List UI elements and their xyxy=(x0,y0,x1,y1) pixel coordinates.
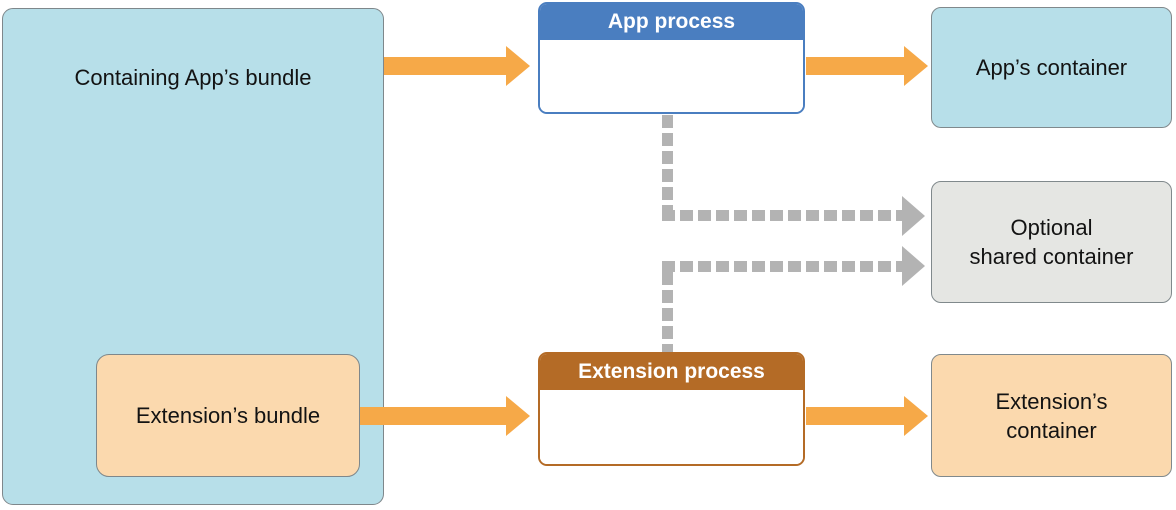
app-process-body xyxy=(540,40,803,112)
app-container-box: App’s container xyxy=(931,7,1172,128)
app-process-header: App process xyxy=(540,4,803,40)
arrow-shaft xyxy=(384,57,506,75)
arrow-shaft xyxy=(806,407,904,425)
arrowhead-icon xyxy=(904,46,928,86)
shared-container-box: Optional shared container xyxy=(931,181,1172,303)
dashed-segment-vertical xyxy=(662,272,673,352)
extension-container-label-line1: Extension’s xyxy=(995,388,1108,414)
extension-process-header: Extension process xyxy=(540,354,803,390)
arrow-shaft xyxy=(806,57,904,75)
app-process-title: App process xyxy=(607,10,736,33)
arrowhead-icon xyxy=(506,396,530,436)
app-process-box: App process xyxy=(538,2,805,114)
arrow-shaft xyxy=(360,407,506,425)
dashed-segment-vertical xyxy=(662,115,673,210)
shared-container-label-line2: shared container xyxy=(969,244,1134,269)
extension-process-title: Extension process xyxy=(578,360,765,383)
shared-container-label-line1: Optional xyxy=(1010,215,1093,240)
arrowhead-icon xyxy=(902,196,925,236)
app-container-label: App’s container xyxy=(975,55,1128,80)
extension-process-body xyxy=(540,390,803,464)
extension-bundle-box: Extension’s bundle xyxy=(96,354,360,477)
extension-bundle-label: Extension’s bundle xyxy=(135,402,321,428)
extension-container-label-line2: container xyxy=(1006,417,1097,443)
containing-app-bundle-label: Containing App’s bundle xyxy=(74,65,312,90)
dashed-segment-horizontal xyxy=(662,261,902,272)
extension-process-box: Extension process xyxy=(538,352,805,466)
dashed-segment-horizontal xyxy=(662,210,902,221)
extension-container-box: Extension’s container xyxy=(931,354,1172,477)
arrowhead-icon xyxy=(506,46,530,86)
arrowhead-icon xyxy=(902,246,925,286)
arrowhead-icon xyxy=(904,396,928,436)
